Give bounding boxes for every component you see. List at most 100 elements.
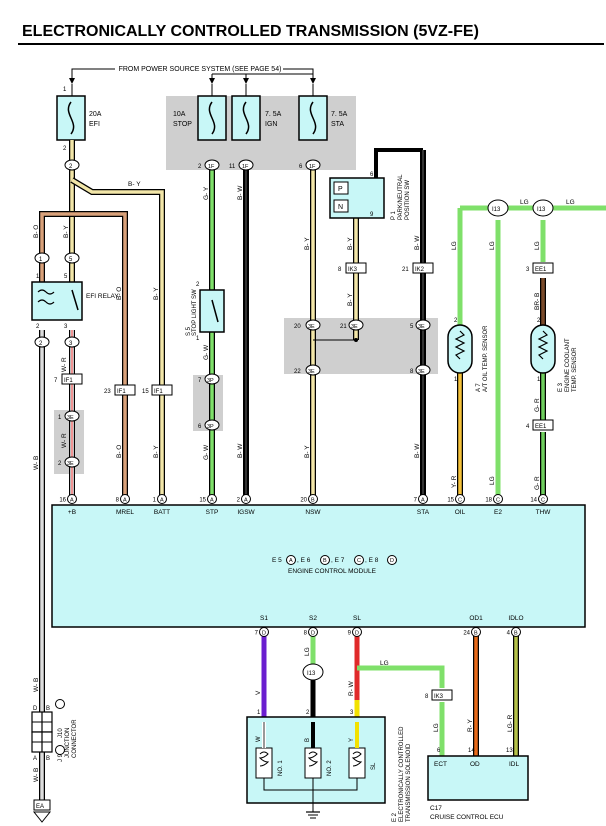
ecm-pin-num: 16: [59, 498, 66, 504]
conn-3e-22-pin: 22: [294, 369, 301, 375]
sta-fuse-name: STA: [331, 121, 344, 128]
conn-3e-5-pin: 5: [410, 324, 414, 330]
ecm-pin-num: 2: [237, 498, 241, 504]
conn-if1-a-label: IF1: [64, 378, 73, 384]
conn-if1-a: [61, 373, 83, 385]
ecm-pin-num: 14: [530, 498, 537, 504]
relay-pin-2: 2: [36, 324, 40, 330]
conn-3e-left-2-label: 3E: [67, 461, 74, 467]
ecm-pin-num: 18: [485, 498, 492, 504]
thw-pin-2: 2: [537, 318, 541, 324]
jc-marker-a: [55, 745, 65, 755]
ecm-pin-num: 8: [116, 498, 120, 504]
conn-ik3-2-label: IK3: [434, 694, 444, 700]
conn-relay-left: [34, 252, 50, 264]
conn-ik2-label: IK2: [415, 267, 425, 273]
stop-fuse-name: STOP: [173, 121, 192, 128]
ecm-pin-conn: D: [311, 631, 315, 637]
conn-ee1-2-pin: 4: [526, 424, 530, 430]
conn-ik2-pin: 21: [402, 267, 409, 273]
ign-fuse-rating: 7. 5A: [265, 111, 282, 118]
conn-relay-out-left: [34, 336, 50, 348]
ecm-pin-num: 7: [255, 631, 259, 637]
conn-i13-1-label: I13: [492, 207, 501, 213]
conn-ign-1f-pin: 11: [229, 164, 236, 170]
label-lg-top1: LG: [520, 199, 529, 206]
thw-name1: ENGINE COOLANT: [565, 338, 571, 392]
ecm-conn-e7: , E 7: [331, 557, 345, 564]
park-name1: PARK/NEUTRAL: [398, 174, 404, 220]
ecm-pin-num: 9: [348, 631, 352, 637]
ecm-pin-num: 4: [507, 631, 511, 637]
park-pin-9: 9: [370, 212, 374, 218]
oil-pin-2: 2: [454, 318, 458, 324]
conn-i13-1: [487, 199, 509, 217]
ecm-pin-conn: D: [355, 631, 359, 637]
cruise-pin-6: 6: [437, 748, 441, 754]
conn-3e-20-pin: 20: [294, 324, 301, 330]
label-jc-wire-2: W- B: [33, 678, 40, 692]
conn-ik2: [412, 262, 434, 274]
ground-ea: [32, 799, 52, 823]
conn-relay-out-right-num: 3: [69, 341, 73, 347]
junction-connector: [31, 711, 53, 753]
ecm-pin-name: OD1: [469, 615, 483, 622]
conn-3p-2-pin: 6: [198, 424, 202, 430]
ecm-pin-num: 8: [304, 631, 308, 637]
wire-ecm-bottom: [261, 636, 519, 756]
label-mrel: B- O: [116, 445, 123, 458]
conn-relay-right-num: 5: [69, 257, 73, 263]
label-park-in: B- Y: [347, 237, 354, 250]
label-e2-lg-2: LG: [489, 476, 496, 485]
conn-if1-b-label: IF1: [117, 389, 126, 395]
cruise-id: C17: [430, 805, 442, 812]
ecm-conn-a: A: [289, 558, 293, 564]
splice-dot: [354, 338, 358, 342]
conn-3e-8-label: 3E: [418, 369, 425, 375]
power-source-note: FROM POWER SOURCE SYSTEM (SEE PAGE 54): [119, 66, 282, 73]
ecm-pin-conn: B: [514, 631, 518, 637]
label-relay-in-left: B- O: [33, 225, 40, 238]
ecm-pin-b: A16+B: [59, 494, 77, 516]
conn-3e-5: [415, 319, 431, 331]
stop-sw-pin-1: 1: [196, 336, 200, 342]
ecm-pin-num: 20: [300, 498, 307, 504]
conn-stop-1f-pin: 2: [198, 164, 202, 170]
conn-efi-bottom: [64, 159, 80, 171]
conn-3p-2-label: 3P: [207, 424, 214, 430]
sol-name-2: NO. 2: [327, 760, 333, 776]
label-od1: R- Y: [467, 718, 474, 732]
ecm-pin-name: MREL: [116, 509, 134, 516]
conn-3e-left-1-pin: 1: [58, 415, 62, 421]
conn-relay-out-left-num: 2: [39, 341, 43, 347]
oil-temp-sensor: [447, 324, 473, 374]
label-jc-bottom: W- B: [33, 768, 40, 782]
sol-wire-b: B: [305, 738, 311, 742]
label-s2: LG: [304, 647, 311, 656]
cruise-idl: IDL: [509, 761, 520, 768]
label-oil-in: Y- R: [451, 475, 458, 488]
park-name2: POSITION SW: [405, 180, 411, 220]
ecm-pin-conn: C: [541, 498, 545, 504]
transmission-solenoid: [246, 716, 386, 819]
oil-pin-1: 1: [454, 377, 458, 383]
label-nsw: B- Y: [304, 237, 311, 250]
jc-id-1: J10: [58, 728, 64, 738]
stop-fuse: [197, 95, 227, 141]
ecm-conn-e8: , E 8: [365, 557, 379, 564]
stop-sw-name: STOP LIGHT SW: [192, 289, 198, 336]
cruise-control-ecu: [427, 755, 529, 801]
page-title: ELECTRONICALLY CONTROLLED TRANSMISSION (…: [22, 23, 479, 40]
ecm-pin-name: S2: [309, 615, 317, 622]
sol-wire-y: Y: [349, 738, 355, 742]
ecm-pin-name: THW: [536, 509, 552, 516]
efi-fuse-rating: 20A: [89, 111, 102, 118]
conn-if1-c-label: IF1: [154, 389, 163, 395]
conn-if1-c: [151, 384, 173, 396]
